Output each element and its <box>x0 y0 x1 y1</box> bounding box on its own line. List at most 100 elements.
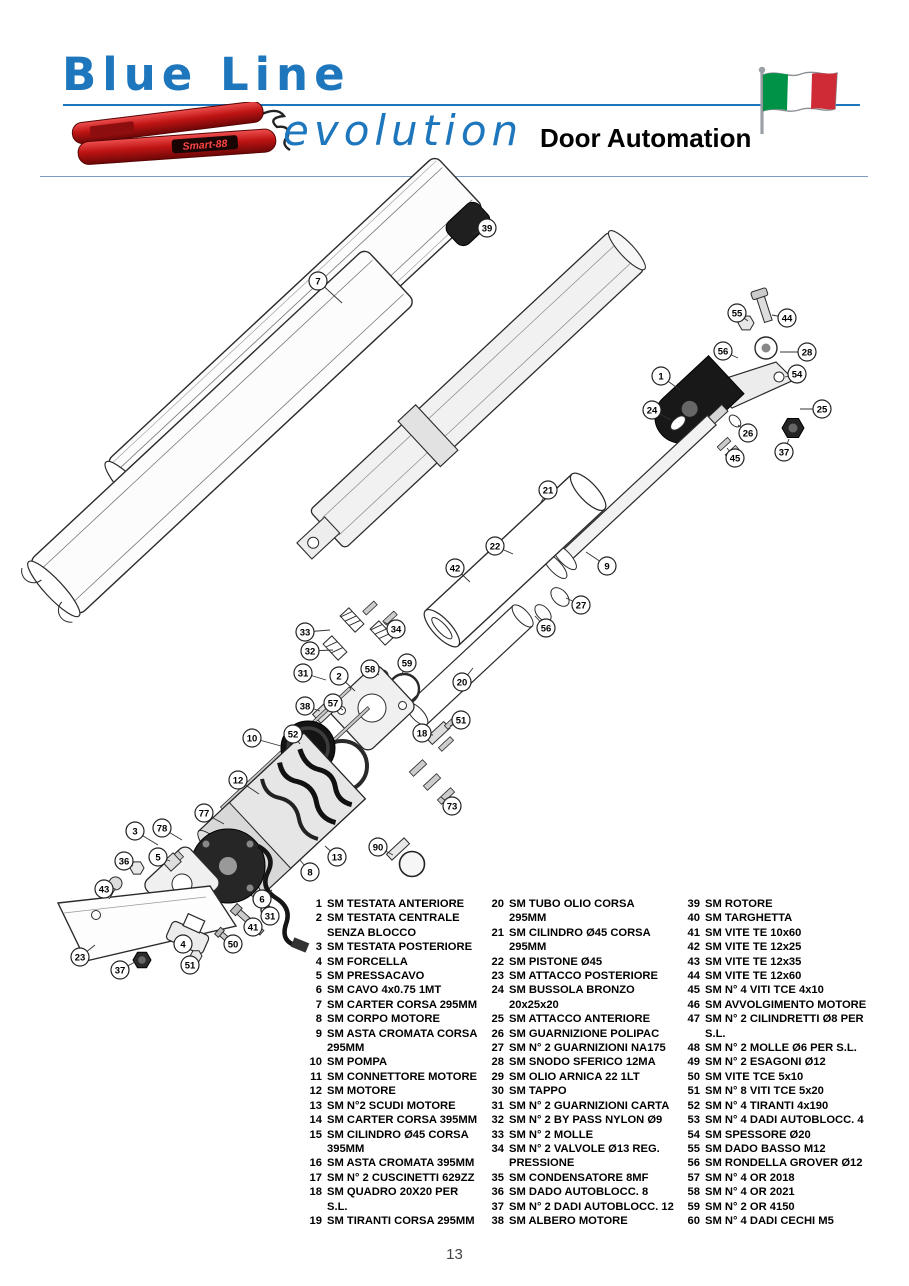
part-label: SM VITE TE 12x35 <box>705 955 802 968</box>
part-number: 57 <box>687 1171 700 1184</box>
callout-24 <box>642 400 662 420</box>
part-number: 31 <box>491 1099 504 1112</box>
brand-underline <box>63 104 860 106</box>
brand-wordmark: Blue Line <box>62 48 351 101</box>
callout-number: 90 <box>373 842 384 853</box>
part-number: 48 <box>687 1042 700 1055</box>
callout-number: 25 <box>817 404 828 415</box>
part-number: 5 <box>315 970 322 983</box>
callout-9 <box>597 556 617 576</box>
part-number: 60 <box>687 1214 700 1227</box>
callout-number: 21 <box>543 485 554 496</box>
callout-31 <box>293 663 313 683</box>
part-number: 55 <box>687 1142 700 1155</box>
callout-56 <box>536 618 556 638</box>
part-label: SM CILINDRO Ø45 CORSA 395MM <box>327 1128 469 1155</box>
part-label: SM PISTONE Ø45 <box>509 955 603 968</box>
part-number: 59 <box>687 1200 700 1213</box>
part-number: 24 <box>491 984 504 997</box>
part-label: SM DADO AUTOBLOCC. 8 <box>509 1186 649 1199</box>
part-label: SM CONNETTORE MOTORE <box>327 1070 478 1083</box>
part-number: 13 <box>309 1099 322 1112</box>
part-number: 8 <box>315 1013 322 1026</box>
part-label: SM TESTATA ANTERIORE <box>327 898 465 910</box>
callout-number: 78 <box>157 823 168 834</box>
part-number: 22 <box>491 955 504 968</box>
callout-73 <box>442 796 462 816</box>
callout-number: 31 <box>298 668 309 679</box>
callout-7 <box>308 271 328 291</box>
callout-58 <box>360 659 380 679</box>
callout-number: 43 <box>99 884 110 895</box>
callout-number: 31 <box>265 911 276 922</box>
callout-31 <box>260 906 280 926</box>
part-label: SM CONDENSATORE 8MF <box>509 1171 649 1184</box>
part-number: 39 <box>687 898 700 910</box>
callout-number: 38 <box>300 701 311 712</box>
callout-number: 51 <box>185 960 196 971</box>
part-number: 29 <box>491 1070 504 1083</box>
part-number: 25 <box>491 1013 504 1026</box>
callout-43 <box>94 879 114 899</box>
part-number: 27 <box>491 1042 504 1055</box>
part-number: 51 <box>687 1085 700 1098</box>
callout-number: 73 <box>447 801 458 812</box>
callout-56 <box>713 341 733 361</box>
callout-20 <box>452 672 472 692</box>
dark-hex-nut <box>781 418 805 438</box>
part-label: SM AVVOLGIMENTO MOTORE <box>705 998 867 1011</box>
end-cap <box>445 201 491 247</box>
part-number: 19 <box>309 1214 322 1227</box>
part-number: 44 <box>687 970 700 983</box>
italian-flag-icon <box>758 66 838 134</box>
part-label: SM VITE TE 12x25 <box>705 941 802 954</box>
callout-34 <box>386 619 406 639</box>
callout-number: 7 <box>315 276 320 287</box>
callout-number: 3 <box>132 826 137 837</box>
callout-number: 13 <box>332 852 343 863</box>
part-number: 9 <box>315 1027 322 1040</box>
cable-connector <box>290 937 310 953</box>
part-number: 54 <box>687 1128 700 1141</box>
callout-37 <box>774 442 794 462</box>
callout-3 <box>125 821 145 841</box>
part-number: 40 <box>687 912 700 925</box>
part-label: SM N° 2 OR 4150 <box>705 1200 795 1213</box>
seal-ring <box>550 587 570 607</box>
part-label: SM MOTORE <box>327 1085 396 1098</box>
part-number: 36 <box>491 1186 504 1199</box>
part-number: 3 <box>315 941 322 954</box>
callout-number: 56 <box>541 623 552 634</box>
callout-4 <box>173 934 193 954</box>
callout-number: 50 <box>228 939 239 950</box>
callout-number: 26 <box>743 428 754 439</box>
part-label: SM CAVO 4x0.75 1MT <box>327 984 442 997</box>
part-label: SM N°2 SCUDI MOTORE <box>327 1099 456 1112</box>
device-cable <box>261 109 291 152</box>
part-label: SM N° 2 GUARNIZIONI CARTA <box>509 1099 670 1112</box>
callout-32 <box>300 641 320 661</box>
callout-78 <box>152 818 172 838</box>
